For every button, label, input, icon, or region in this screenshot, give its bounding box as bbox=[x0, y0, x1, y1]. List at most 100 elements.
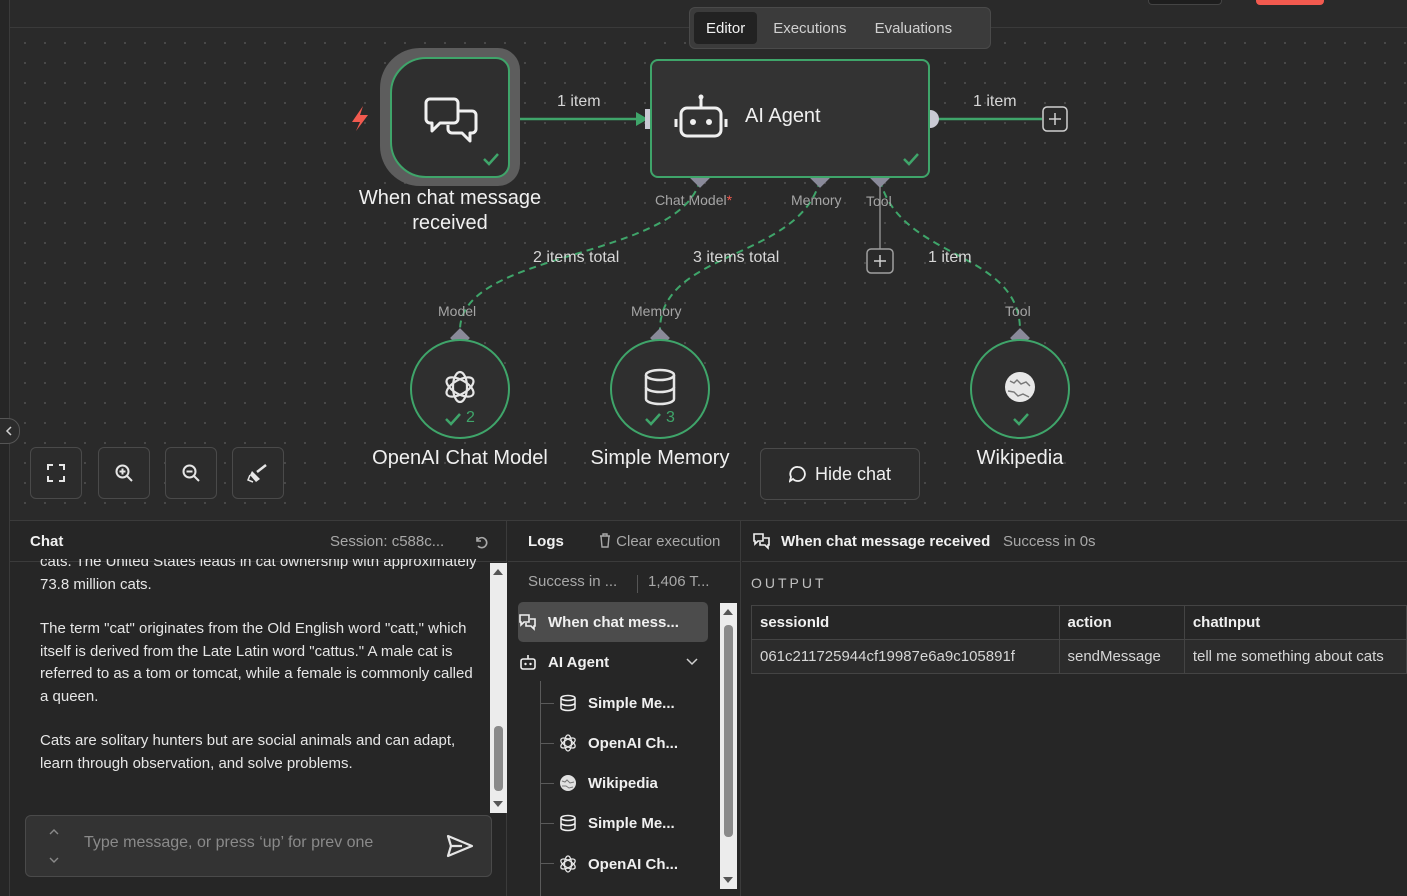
logs-tokens: 1,406 T... bbox=[648, 573, 710, 590]
logs-header: Logs Clear execution bbox=[508, 521, 740, 562]
tidy-up-button[interactable] bbox=[232, 447, 284, 499]
chevron-down-icon[interactable] bbox=[686, 658, 698, 666]
table-cell[interactable]: 061c211725944cf19987e6a9c105891f bbox=[751, 639, 1060, 674]
log-item-label: Simple Me... bbox=[588, 694, 675, 712]
openai-chat-model-node[interactable] bbox=[410, 339, 510, 439]
scroll-up-arrow-icon bbox=[493, 569, 503, 575]
fit-view-button[interactable] bbox=[30, 447, 82, 499]
connection-model bbox=[459, 179, 701, 331]
clear-execution-button[interactable]: Clear execution bbox=[598, 533, 720, 550]
chevron-left-icon bbox=[5, 426, 12, 436]
log-item-agent[interactable]: AI Agent bbox=[518, 642, 708, 682]
logs-scrollbar-thumb[interactable] bbox=[724, 625, 733, 837]
log-item-label: When chat mess... bbox=[548, 613, 679, 631]
log-item-memory[interactable]: Simple Me... bbox=[558, 683, 708, 723]
tab-evaluations[interactable]: Evaluations bbox=[874, 19, 953, 37]
wikipedia-node[interactable] bbox=[970, 339, 1070, 439]
database-icon bbox=[644, 368, 676, 426]
log-item-openai[interactable]: OpenAI Ch... bbox=[558, 844, 708, 884]
logs-title: Logs bbox=[528, 533, 564, 550]
column-header[interactable]: action bbox=[1058, 605, 1185, 640]
table-cell[interactable]: sendMessage bbox=[1058, 639, 1185, 674]
collapse-sidebar-button[interactable] bbox=[0, 418, 20, 444]
ai-agent-title: AI Agent bbox=[745, 105, 821, 127]
log-item-memory[interactable]: Simple Me... bbox=[558, 803, 708, 843]
openai-run-count: 2 bbox=[466, 409, 475, 426]
hide-chat-button[interactable]: Hide chat bbox=[760, 448, 920, 500]
column-header[interactable]: chatInput bbox=[1183, 605, 1407, 640]
simple-memory-node[interactable] bbox=[610, 339, 710, 439]
top-save-button[interactable] bbox=[1148, 0, 1222, 5]
column-header[interactable]: sessionId bbox=[751, 605, 1060, 640]
chat-message-input[interactable] bbox=[84, 834, 424, 852]
wire-label-agent-out: 1 item bbox=[973, 93, 1017, 110]
table-cell[interactable]: tell me something about cats bbox=[1183, 639, 1407, 674]
log-item-label: OpenAI Ch... bbox=[588, 855, 678, 873]
zoom-in-button[interactable] bbox=[98, 447, 150, 499]
output-table-wrapper: sessionId action chatInput 061c211725944… bbox=[742, 605, 1407, 695]
output-status: Success in 0s bbox=[1003, 533, 1096, 550]
chat-bubble-icon bbox=[788, 466, 806, 483]
chat-scrollbar-thumb[interactable] bbox=[494, 726, 503, 791]
chat-icon bbox=[753, 533, 770, 550]
zoom-in-icon bbox=[115, 464, 133, 482]
session-id: Session: c588c... bbox=[330, 533, 445, 550]
logs-status: Success in ... bbox=[528, 573, 618, 590]
zoom-out-button[interactable] bbox=[165, 447, 217, 499]
output-header: When chat message received Success in 0s bbox=[742, 521, 1407, 562]
history-arrows-icon[interactable] bbox=[48, 828, 60, 864]
sub-port-label-model: Model bbox=[438, 303, 477, 319]
log-item-label: OpenAI Ch... bbox=[588, 734, 678, 752]
reset-session-icon[interactable] bbox=[473, 534, 489, 550]
top-action-button[interactable] bbox=[1256, 0, 1324, 5]
clear-execution-label: Clear execution bbox=[616, 533, 721, 550]
wire-label-tool: 1 item bbox=[928, 249, 972, 266]
trash-icon bbox=[600, 533, 610, 548]
openai-icon bbox=[558, 854, 578, 874]
scroll-down-arrow-icon bbox=[723, 877, 733, 883]
chat-message: Cats are solitary hunters but are social… bbox=[40, 732, 456, 772]
database-icon bbox=[558, 813, 578, 833]
connection-tool bbox=[879, 179, 1021, 331]
fullscreen-icon bbox=[47, 464, 65, 482]
chat-icon bbox=[518, 612, 538, 632]
trigger-node-label: When chat message received bbox=[358, 187, 542, 234]
port-label-memory: Memory bbox=[791, 192, 842, 208]
trigger-node[interactable] bbox=[390, 57, 510, 178]
scroll-down-arrow-icon bbox=[493, 801, 503, 807]
ai-agent-node[interactable] bbox=[650, 59, 930, 178]
tab-executions[interactable]: Executions bbox=[773, 19, 847, 37]
wire-label-memory: 3 items total bbox=[693, 249, 780, 266]
chat-icon bbox=[424, 97, 499, 166]
sub-port-label-memory: Memory bbox=[631, 303, 682, 319]
log-item-wikipedia[interactable]: Wikipedia bbox=[558, 763, 708, 803]
wikipedia-icon bbox=[1005, 372, 1035, 426]
robot-icon bbox=[518, 652, 538, 672]
log-item-trigger[interactable]: When chat mess... bbox=[518, 602, 708, 642]
chat-title: Chat bbox=[30, 533, 64, 550]
log-item-openai[interactable]: OpenAI Ch... bbox=[558, 723, 708, 763]
chat-input-box bbox=[25, 815, 492, 877]
chat-pane: Chat Session: c588c... cats. The United … bbox=[10, 521, 507, 896]
output-node-name: When chat message received bbox=[781, 533, 991, 550]
output-section-label: OUTPUT bbox=[751, 575, 827, 591]
send-icon[interactable] bbox=[446, 834, 474, 858]
broom-icon bbox=[247, 464, 267, 483]
wikipedia-icon bbox=[558, 773, 578, 793]
hide-chat-label: Hide chat bbox=[814, 463, 892, 484]
database-icon bbox=[558, 693, 578, 713]
wire-label-model: 2 items total bbox=[533, 249, 620, 266]
openai-node-label: OpenAI Chat Model bbox=[372, 447, 548, 469]
bottom-panel: Chat Session: c588c... cats. The United … bbox=[10, 520, 1407, 896]
chat-message: The term "cat" originates from the Old E… bbox=[40, 620, 473, 705]
memory-run-count: 3 bbox=[666, 409, 675, 426]
chat-message: cats. The United States leads in cat own… bbox=[40, 559, 477, 593]
log-item-label: AI Agent bbox=[548, 653, 610, 671]
output-table: sessionId action chatInput 061c211725944… bbox=[751, 605, 1407, 674]
connection-memory bbox=[659, 179, 821, 331]
view-tabs: Editor Executions Evaluations bbox=[689, 7, 991, 49]
port-label-chat-model: Chat Model* bbox=[655, 192, 733, 208]
tab-editor[interactable]: Editor bbox=[694, 12, 758, 44]
output-pane: When chat message received Success in 0s… bbox=[742, 521, 1407, 896]
